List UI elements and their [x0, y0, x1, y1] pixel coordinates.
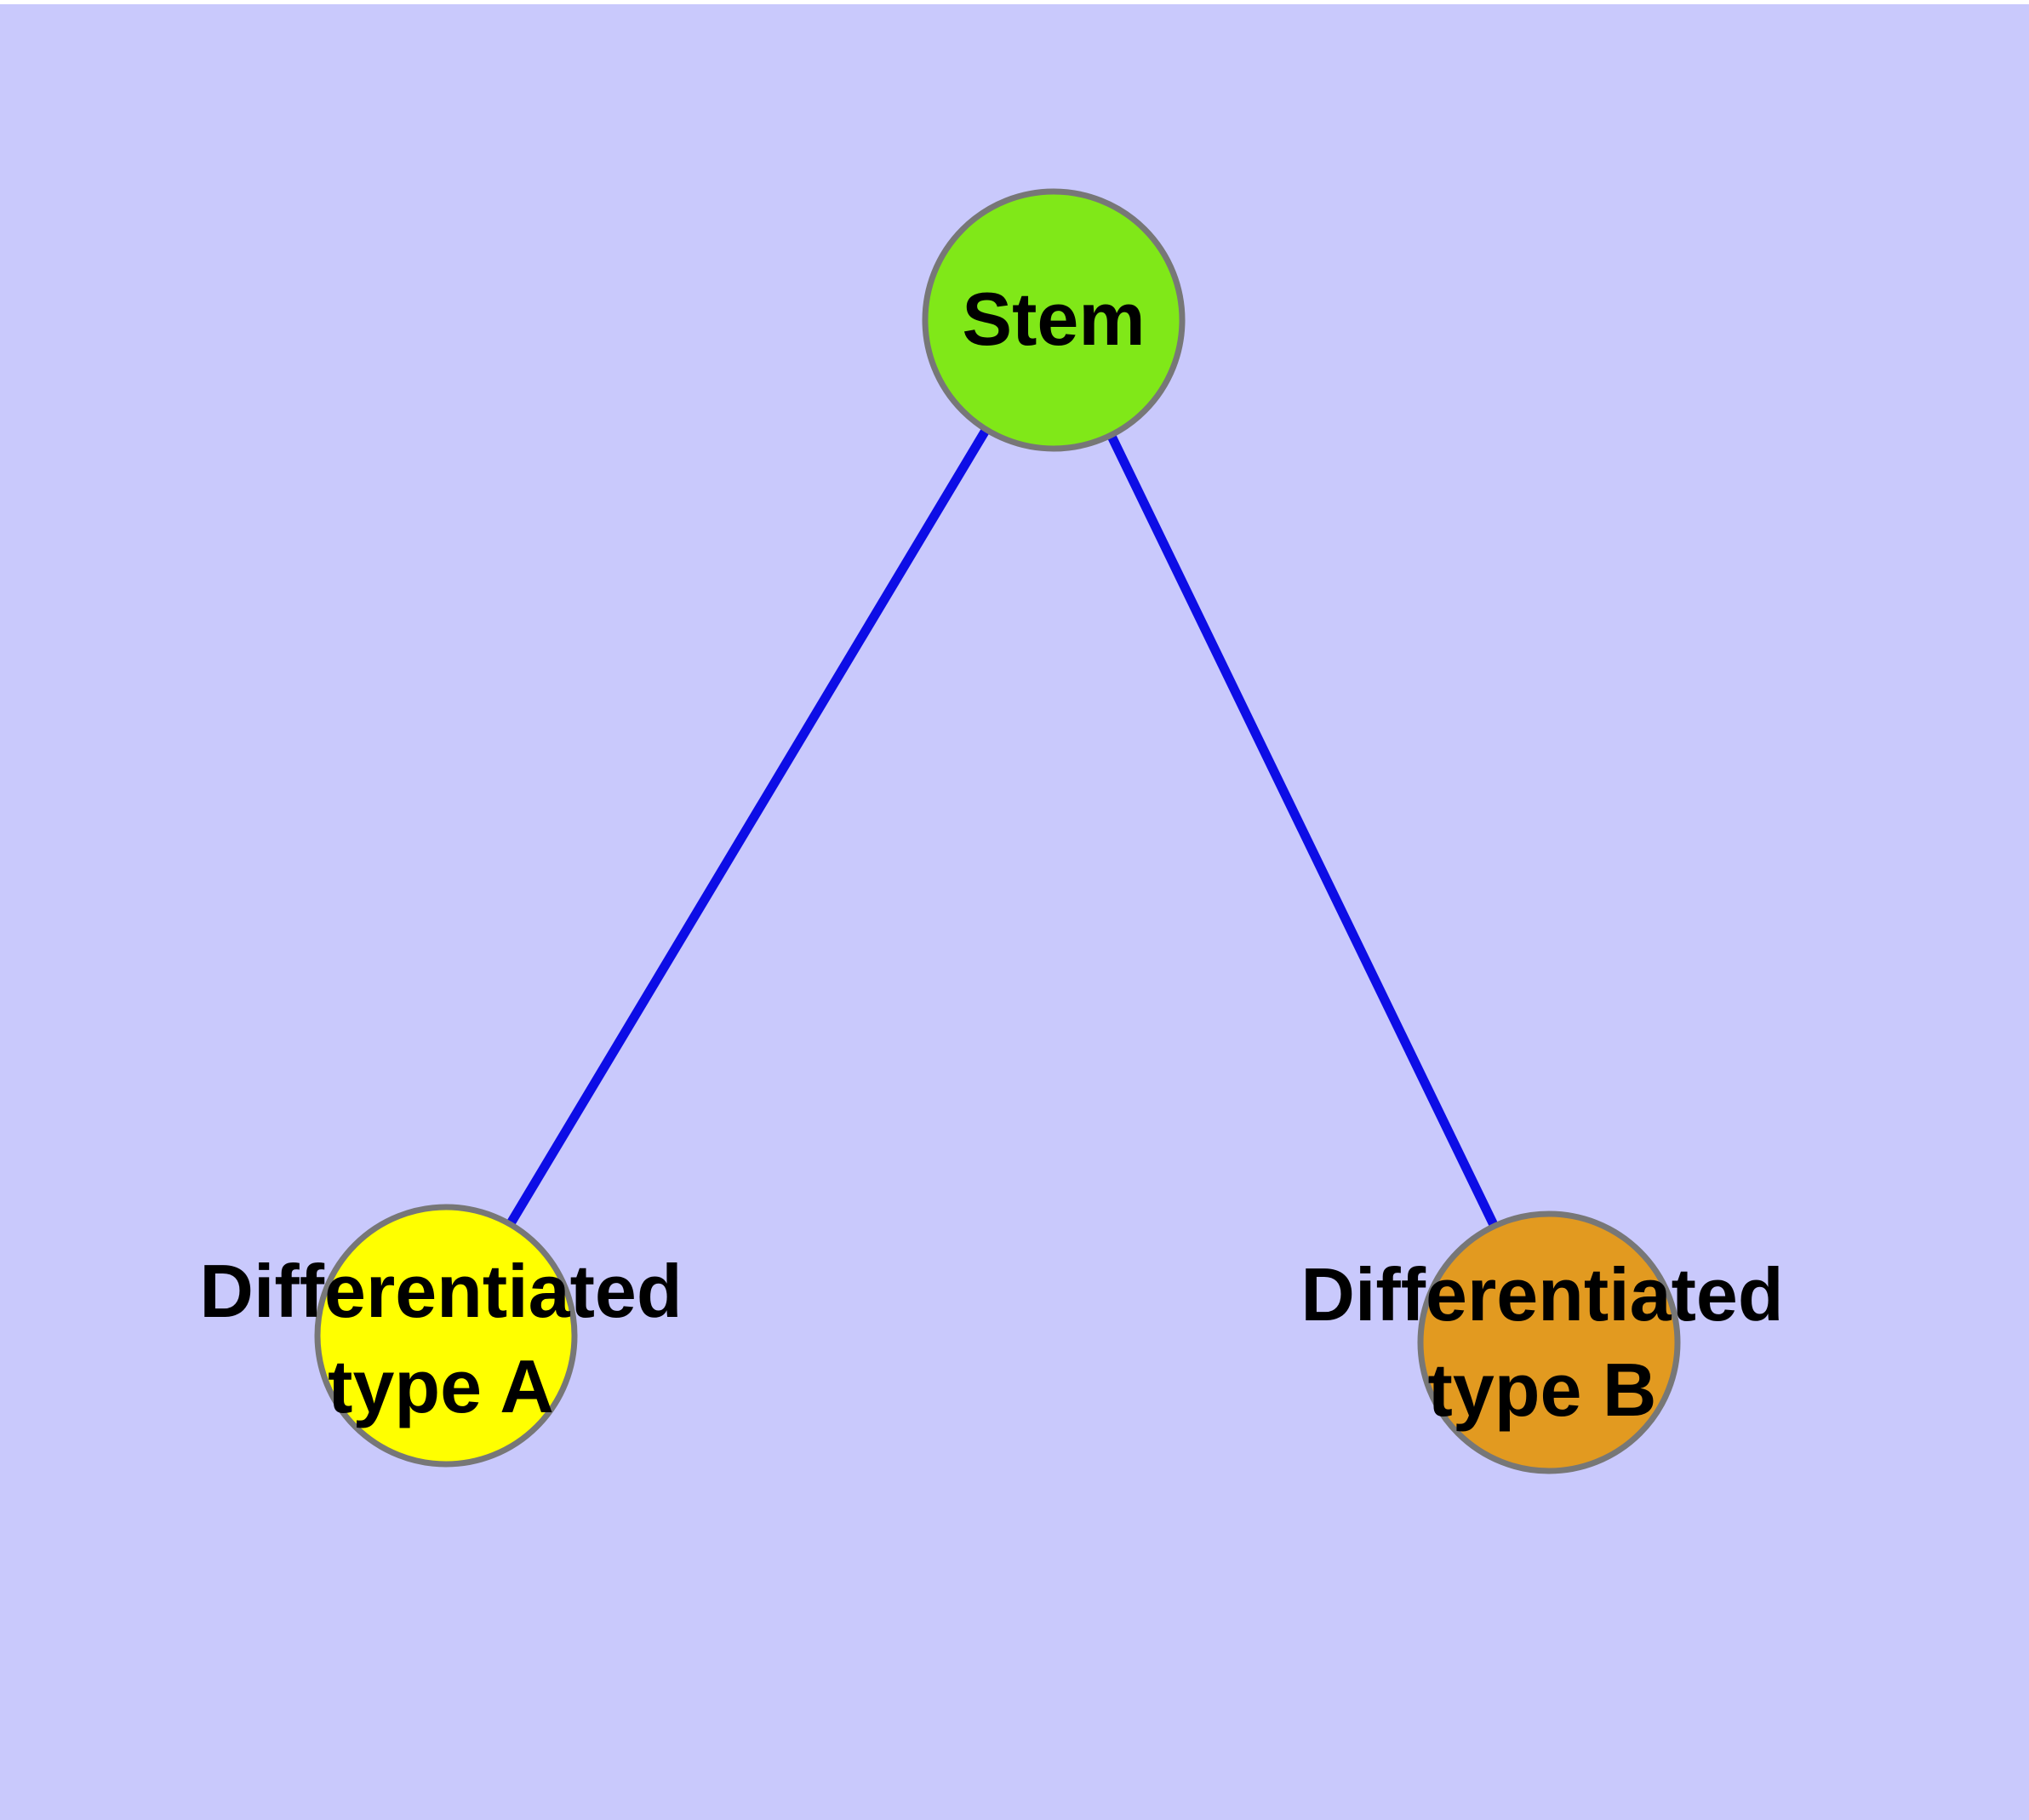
edge-stem-to-typeB — [1049, 314, 1553, 1342]
node-stem[interactable] — [922, 188, 1186, 452]
edge-stem-to-typeA — [442, 314, 1058, 1334]
node-differentiated-type-a[interactable] — [314, 1204, 578, 1468]
graph-svg — [314, 188, 1681, 1474]
diagram-canvas: Stem Differentiated type A Differentiate… — [0, 4, 2029, 1820]
node-differentiated-type-b[interactable] — [1417, 1210, 1681, 1474]
